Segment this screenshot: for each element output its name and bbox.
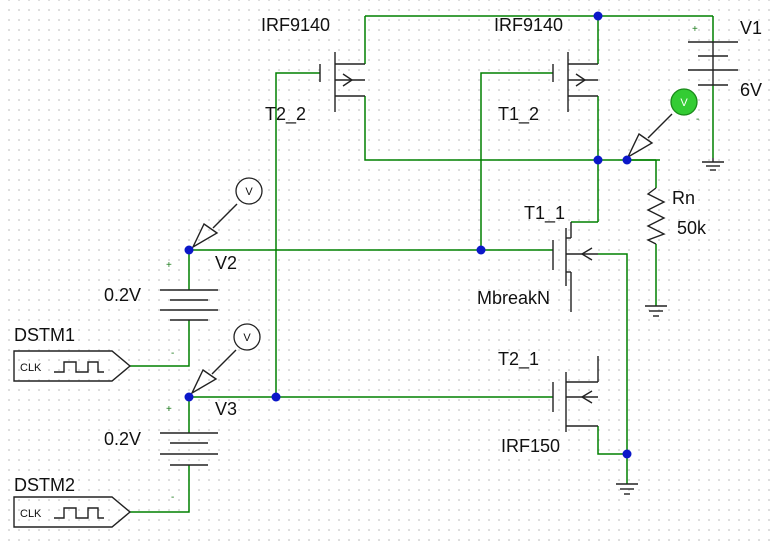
rn-ref-label: Rn <box>672 188 695 208</box>
wires <box>130 15 714 513</box>
wire-t1_2-gate[interactable] <box>480 72 553 250</box>
wire-t2_1-source[interactable] <box>597 426 627 455</box>
v2-minus-mark: - <box>171 348 174 359</box>
wire-t2_2-gate[interactable] <box>275 72 320 397</box>
dstm2-clk-label: CLK <box>20 508 42 520</box>
transistor-t2_2[interactable] <box>319 52 365 112</box>
transistor-t2_1[interactable] <box>552 356 599 432</box>
t2_2-ref-label: T2_2 <box>265 104 306 125</box>
v2-value-label: 0.2V <box>104 285 141 305</box>
dstm2-ref-label: DSTM2 <box>14 475 75 495</box>
digital-clock-stimulus-icon[interactable] <box>13 496 132 528</box>
battery-v2[interactable] <box>160 289 218 321</box>
transistor-t1_2[interactable] <box>552 52 598 112</box>
t2_1-model-label: IRF150 <box>501 436 560 456</box>
t1_2-ref-label: T1_2 <box>498 104 539 125</box>
v3-minus-mark: - <box>171 492 174 503</box>
voltage-probe-icon[interactable]: V <box>191 177 263 249</box>
dstm1-ref-label: DSTM1 <box>14 325 75 345</box>
v2-ref-label: V2 <box>215 253 237 273</box>
junction-dots <box>184 11 632 459</box>
wire-v2-minus[interactable] <box>130 320 190 367</box>
v3-value-label: 0.2V <box>104 429 141 449</box>
t1_1-ref-label: T1_1 <box>524 203 565 224</box>
battery-v1[interactable] <box>688 41 738 86</box>
dstm1-clk-label: CLK <box>20 362 42 374</box>
probe-label: V <box>680 97 688 109</box>
wire-v3-minus[interactable] <box>130 465 190 513</box>
wire-t1_1-body[interactable] <box>598 253 628 484</box>
v3-ref-label: V3 <box>215 399 237 419</box>
v1-value-label: 6V <box>740 80 762 100</box>
t2_2-model-label: IRF9140 <box>261 15 330 35</box>
ground-icon <box>645 305 667 317</box>
v1-minus-mark: - <box>696 114 699 125</box>
ground-icon <box>702 158 724 171</box>
battery-v3[interactable] <box>160 432 218 466</box>
v2-plus-mark: + <box>166 260 172 271</box>
resistor-rn[interactable] <box>646 187 666 245</box>
rn-value-label: 50k <box>677 218 707 238</box>
digital-clock-stimulus-icon[interactable] <box>13 350 132 382</box>
v3-plus-mark: + <box>166 404 172 415</box>
v1-plus-mark: + <box>692 24 698 35</box>
t1_2-model-label: IRF9140 <box>494 15 563 35</box>
t2_1-ref-label: T2_1 <box>498 349 539 370</box>
probe-label: V <box>245 186 253 198</box>
voltage-probe-icon[interactable]: V <box>626 88 698 159</box>
t1_1-model-label: MbreakN <box>477 288 550 308</box>
wire-t2_2-drain[interactable] <box>364 96 656 161</box>
probe-label: V <box>243 332 251 344</box>
transistor-t1_1[interactable] <box>552 222 598 312</box>
voltage-probe-icon[interactable]: V <box>190 323 261 395</box>
v1-ref-label: V1 <box>740 18 762 38</box>
ground-icon <box>616 483 638 495</box>
